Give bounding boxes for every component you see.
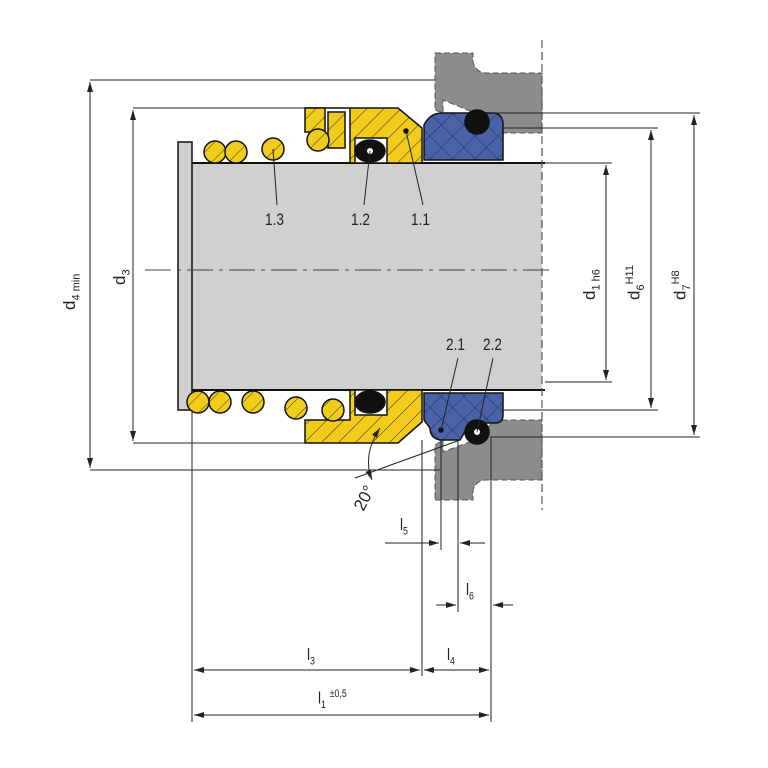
dim-symbol: l <box>447 645 451 664</box>
dim-sub: 6 <box>635 284 648 291</box>
flange-plate <box>177 141 193 411</box>
part-label-1-1: 1.1 <box>411 210 430 229</box>
dim-sub: 1 h6 <box>590 269 603 291</box>
part-label-1-2: 1.2 <box>351 210 370 229</box>
dim-sub: 4 min <box>70 273 83 301</box>
dim-symbol: l <box>400 515 404 534</box>
dim-sub: 3 <box>120 269 133 276</box>
o-ring-1-2-bottom <box>354 390 386 414</box>
part-label-2-2: 2.2 <box>483 335 502 354</box>
o-ring-2-2-top <box>464 109 490 135</box>
dim-symbol: l <box>307 645 311 664</box>
dim-sub: 7 <box>681 284 694 291</box>
dim-d4-label: d4 min <box>60 274 82 310</box>
dim-d6-label: d6H11 <box>624 265 647 300</box>
dim-d3-label: d3 <box>110 269 132 285</box>
part-label-1-3: 1.3 <box>265 210 284 229</box>
rotating-unit-bottom <box>186 389 504 445</box>
dim-sub: 4 <box>450 655 455 668</box>
dim-symbol: d <box>624 290 644 300</box>
dim-sub: 5 <box>403 525 408 538</box>
rotating-unit-top <box>203 107 504 164</box>
dim-symbol: l <box>318 688 322 708</box>
dim-sub: 1 <box>321 699 326 712</box>
dim-sub: 3 <box>310 655 315 668</box>
dim-sup: H11 <box>624 265 636 285</box>
dim-d1-label: d1 h6 <box>580 269 602 300</box>
dimension-lines <box>87 79 700 722</box>
dim-symbol: d <box>670 290 690 300</box>
shaft <box>192 163 542 390</box>
part-label-2-1: 2.1 <box>446 335 465 354</box>
dim-l6-label: l6 <box>466 580 474 602</box>
leader-lines <box>272 130 494 481</box>
dim-l5-label: l5 <box>400 515 408 537</box>
dim-symbol: d <box>60 300 79 310</box>
dim-d7-label: d7H8 <box>670 270 693 300</box>
dim-symbol: l <box>466 580 470 599</box>
dim-sup: H8 <box>670 270 682 285</box>
dim-sub: 6 <box>469 590 474 603</box>
dim-l1-label: l1 ±0,5 <box>318 688 347 711</box>
dim-symbol: d <box>110 275 129 285</box>
dim-tolerance: ±0,5 <box>329 688 347 700</box>
dim-symbol: d <box>580 290 599 300</box>
dim-l4-label: l4 <box>447 645 455 667</box>
dim-l3-label: l3 <box>307 645 315 667</box>
